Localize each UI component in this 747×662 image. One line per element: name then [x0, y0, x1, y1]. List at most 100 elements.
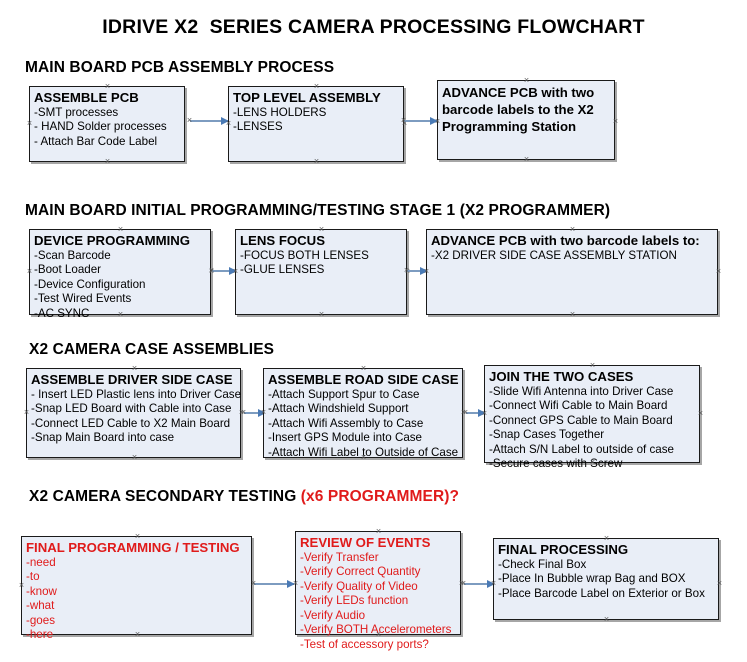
box-title: ADVANCE PCB with two barcode labels to t… — [442, 85, 595, 134]
box-line: -Check Final Box — [498, 557, 587, 571]
box-title: FINAL PROCESSING — [498, 542, 629, 557]
box-title: FINAL PROGRAMMING / TESTING — [26, 540, 240, 555]
handle-bottom[interactable] — [318, 311, 325, 318]
handle-right[interactable] — [716, 580, 723, 587]
box-line: -Place Barcode Label on Exterior or Box — [498, 586, 705, 600]
handle-bottom[interactable] — [569, 311, 576, 318]
box-top-level-assembly[interactable]: TOP LEVEL ASSEMBLY -LENS HOLDERS -LENSES — [228, 86, 404, 162]
box-assemble-driver-side-case[interactable]: ASSEMBLE DRIVER SIDE CASE - Insert LED P… — [26, 368, 241, 458]
handle-top[interactable] — [104, 83, 111, 90]
box-assemble-road-side-case[interactable]: ASSEMBLE ROAD SIDE CASE -Attach Support … — [263, 365, 463, 459]
handle-right[interactable] — [612, 118, 619, 125]
box-title: DEVICE PROGRAMMING — [34, 233, 191, 248]
box-line: -SMT processes — [34, 105, 119, 119]
box-line: -Place In Bubble wrap Bag and BOX — [498, 572, 686, 586]
page-title: IDRIVE X2 SERIES CAMERA PROCESSING FLOWC… — [102, 16, 645, 38]
connector-top-level-to-advance-pcb[interactable] — [404, 116, 438, 125]
box-line: -FOCUS BOTH LENSES — [240, 248, 369, 262]
handle-left[interactable] — [23, 409, 30, 416]
box-line: -Snap LED Board with Cable into Case — [31, 402, 232, 416]
handle-left[interactable] — [26, 120, 33, 127]
handle-top[interactable] — [375, 528, 382, 535]
connector-review-to-final-processing[interactable] — [464, 579, 495, 588]
box-line: -Snap Main Board into case — [31, 431, 175, 445]
handle-bottom[interactable] — [104, 158, 111, 165]
box-line: -Verify Correct Quantity — [300, 565, 421, 579]
box-line: -Attach Wifi Assembly to Case — [268, 416, 424, 430]
handle-top[interactable] — [569, 226, 576, 233]
box-line-overflow: -Test of accessory ports? — [300, 638, 429, 652]
box-line: -Attach S/N Label to outside of case — [489, 442, 674, 456]
handle-left[interactable] — [18, 582, 25, 589]
handle-top[interactable] — [134, 533, 141, 540]
box-advance-pcb-to-programming-station[interactable]: ADVANCE PCB with two barcode labels to t… — [437, 80, 615, 160]
box-assemble-pcb[interactable]: ASSEMBLE PCB -SMT processes - HAND Solde… — [29, 86, 185, 162]
connector-assemble-pcb-to-top-level[interactable] — [190, 116, 229, 125]
box-title: LENS FOCUS — [240, 233, 325, 248]
handle-top[interactable] — [523, 77, 530, 84]
box-review-of-events[interactable]: REVIEW OF EVENTS -Verify Transfer -Verif… — [295, 528, 461, 651]
handle-top[interactable] — [117, 226, 124, 233]
box-line: -GLUE LENSES — [240, 263, 325, 277]
box-line: -what — [26, 599, 55, 613]
box-title: ADVANCE PCB with two barcode labels to: — [431, 233, 700, 248]
handle-right[interactable] — [715, 268, 722, 275]
box-line: -Verify BOTH Accelerometers — [300, 623, 452, 637]
box-title: JOIN THE TWO CASES — [489, 369, 634, 384]
handle-right[interactable] — [697, 410, 704, 417]
box-advance-pcb-to-driver-side-case[interactable]: ADVANCE PCB with two barcode labels to: … — [426, 229, 718, 315]
box-line: -Insert GPS Module into Case — [268, 431, 423, 445]
box-line: - Insert LED Plastic lens into Driver Ca… — [31, 387, 242, 401]
box-line: -Attach Windshield Support — [268, 402, 409, 416]
handle-top[interactable] — [589, 362, 596, 369]
box-device-programming[interactable]: DEVICE PROGRAMMING -Scan Barcode -Boot L… — [26, 226, 211, 320]
box-line: -X2 DRIVER SIDE CASE ASSEMBLY STATION — [431, 248, 677, 262]
connector-device-programming-to-lens-focus[interactable] — [212, 266, 237, 275]
handle-bottom[interactable] — [313, 158, 320, 165]
section-heading-accent: (x6 PROGRAMMER)? — [300, 488, 460, 505]
box-join-the-two-cases[interactable]: JOIN THE TWO CASES -Slide Wifi Antenna i… — [484, 362, 700, 470]
box-line: -Device Configuration — [34, 277, 146, 291]
handle-bottom[interactable] — [131, 454, 138, 461]
handle-top[interactable] — [313, 83, 320, 90]
box-line: -here — [26, 628, 54, 642]
box-title: ASSEMBLE ROAD SIDE CASE — [268, 372, 459, 387]
box-final-processing[interactable]: FINAL PROCESSING -Check Final Box -Place… — [493, 538, 719, 620]
box-line: - HAND Solder processes — [34, 120, 167, 134]
box-line: -Verify Transfer — [300, 550, 379, 564]
box-line: -Attach Wifi Label to Outside of Case — [268, 445, 459, 459]
connector-lens-focus-to-advance-pcb[interactable] — [407, 266, 428, 275]
connector-road-case-to-join-cases[interactable] — [466, 408, 486, 417]
box-line: -Connect GPS Cable to Main Board — [489, 413, 673, 427]
box-line: -know — [26, 584, 57, 598]
handle-top[interactable] — [318, 226, 325, 233]
section-heading-main-board-initial-programming: MAIN BOARD INITIAL PROGRAMMING/TESTING S… — [25, 202, 610, 220]
box-line: -Connect Wifi Cable to Main Board — [489, 399, 668, 413]
connector-final-programming-to-review[interactable] — [254, 579, 295, 588]
box-line: -Scan Barcode — [34, 248, 111, 262]
handle-top[interactable] — [131, 365, 138, 372]
handle-bottom[interactable] — [523, 156, 530, 163]
box-line: -LENSES — [233, 120, 283, 134]
section-heading-main-board-pcb-assembly: MAIN BOARD PCB ASSEMBLY PROCESS — [25, 59, 334, 77]
box-line: -to — [26, 570, 40, 584]
handle-left[interactable] — [26, 268, 33, 275]
box-line: -goes — [26, 613, 56, 627]
box-line: -AC SYNC — [34, 306, 90, 320]
box-title: ASSEMBLE DRIVER SIDE CASE — [31, 372, 233, 387]
box-line: -Slide Wifi Antenna into Driver Case — [489, 384, 674, 398]
section-heading-text: X2 CAMERA CASE ASSEMBLIES — [29, 341, 275, 358]
box-final-programming-testing[interactable]: FINAL PROGRAMMING / TESTING -need -to -k… — [18, 533, 252, 641]
box-line: -Verify Audio — [300, 608, 366, 622]
connector-driver-case-to-road-case[interactable] — [244, 408, 266, 417]
box-line: -Verify LEDs function — [300, 594, 409, 608]
box-line: -Snap Cases Together — [489, 428, 605, 442]
box-line: -LENS HOLDERS — [233, 105, 327, 119]
box-lens-focus[interactable]: LENS FOCUS -FOCUS BOTH LENSES -GLUE LENS… — [235, 229, 407, 315]
handle-bottom[interactable] — [603, 616, 610, 623]
box-line: -Attach Support Spur to Case — [268, 387, 420, 401]
box-line: -need — [26, 555, 56, 569]
handle-top[interactable] — [603, 535, 610, 542]
handle-top[interactable] — [360, 365, 367, 372]
